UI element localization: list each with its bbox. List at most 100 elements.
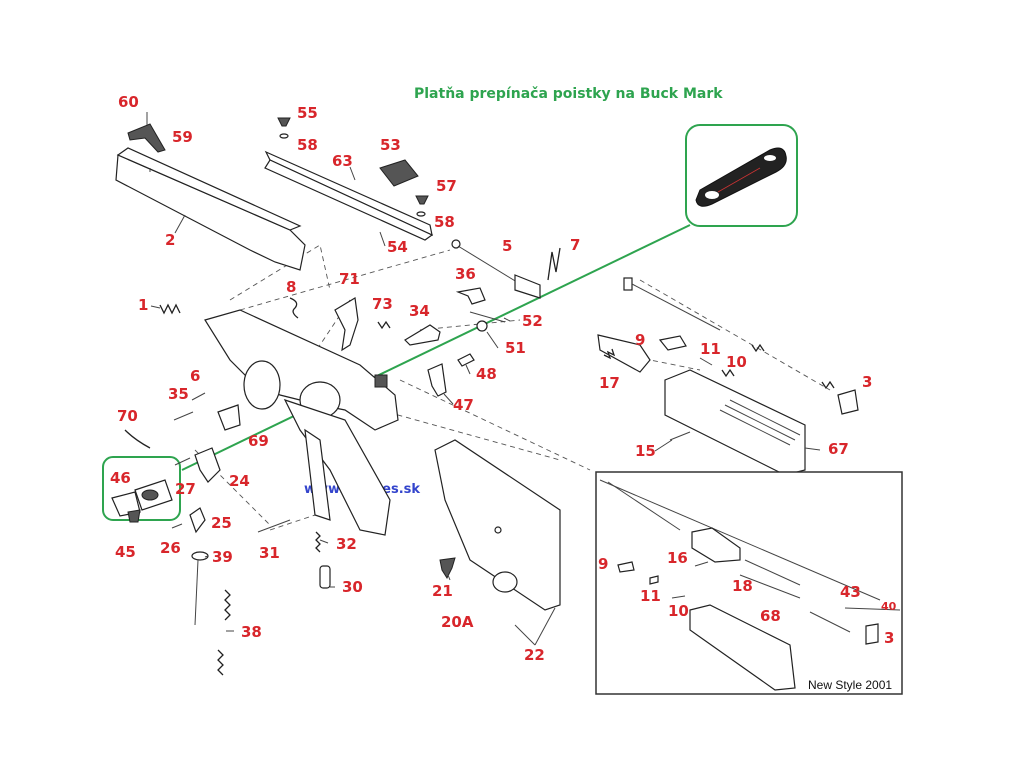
label-9: 9 (635, 331, 645, 349)
part-9 (658, 335, 687, 351)
part-pin-35 (173, 411, 194, 421)
part-48 (457, 353, 475, 367)
inset-label-9: 9 (598, 555, 608, 573)
label-67: 67 (828, 440, 849, 458)
part-block-53 (379, 159, 419, 187)
part-spring-upper (751, 343, 765, 353)
part-barrel (115, 147, 306, 271)
part-spring-right (821, 380, 835, 390)
label-26: 26 (160, 539, 181, 557)
label-46: 46 (110, 469, 131, 487)
label-5: 5 (502, 237, 512, 255)
inset-caption: New Style 2001 (808, 678, 892, 692)
safety-plate-detail (695, 147, 787, 207)
label-58b: 58 (434, 213, 455, 231)
label-32: 32 (336, 535, 357, 553)
label-54: 54 (387, 238, 408, 256)
part-bolt-67 (664, 369, 806, 476)
label-17: 17 (599, 374, 620, 392)
part-spring-38b (217, 649, 224, 676)
part-grip-panel (434, 439, 561, 611)
label-31: 31 (259, 544, 280, 562)
label-36: 36 (455, 265, 476, 283)
label-10: 10 (726, 353, 747, 371)
part-washer-58 (279, 133, 289, 139)
part-rear-sight (127, 123, 166, 153)
inset-new-style-2001 (595, 471, 903, 695)
label-69: 69 (248, 432, 269, 450)
highlight-box-part (102, 456, 181, 521)
inset-label-3: 3 (884, 629, 894, 647)
part-69 (217, 404, 241, 431)
part-spring-10 (721, 368, 735, 378)
part-grip-side (304, 428, 331, 521)
part-34 (404, 324, 441, 346)
label-58a: 58 (297, 136, 318, 154)
label-59: 59 (172, 128, 193, 146)
part-spring-38a (224, 589, 231, 621)
label-15: 15 (635, 442, 656, 460)
highlight-box-detail (685, 124, 798, 227)
part-spring-73 (377, 320, 391, 330)
part-25 (189, 507, 206, 534)
part-spring-70 (124, 429, 151, 449)
inset-label-40: 40 (881, 600, 897, 613)
part-spring-1 (159, 303, 181, 315)
label-8: 8 (286, 278, 296, 296)
part-plunger-30 (319, 565, 331, 589)
part-spring-32 (315, 531, 321, 553)
highlight-connector-line (181, 224, 691, 471)
part-36 (455, 287, 486, 305)
label-7: 7 (570, 236, 580, 254)
part-screw-55 (277, 117, 291, 127)
label-55: 55 (297, 104, 318, 122)
label-53: 53 (380, 136, 401, 154)
part-safety-24 (194, 447, 221, 483)
part-spring-8 (289, 297, 299, 319)
label-35: 35 (168, 385, 189, 403)
label-30: 30 (342, 578, 363, 596)
label-39: 39 (212, 548, 233, 566)
part-recoil-rod (623, 277, 721, 331)
part-26 (171, 523, 183, 529)
inset-label-68: 68 (760, 607, 781, 625)
label-3: 3 (862, 373, 872, 391)
part-pin-31 (257, 519, 291, 533)
label-45: 45 (115, 543, 136, 561)
label-73: 73 (372, 295, 393, 313)
part-11 (699, 357, 713, 366)
label-38: 38 (241, 623, 262, 641)
part-pin-39 (191, 551, 209, 626)
label-70: 70 (117, 407, 138, 425)
label-24: 24 (229, 472, 250, 490)
part-pin-6 (191, 392, 206, 401)
label-47: 47 (453, 396, 474, 414)
part-pin-15 (669, 431, 691, 441)
part-rod-5 (451, 239, 541, 299)
part-47 (427, 363, 447, 397)
label-51: 51 (505, 339, 526, 357)
inset-label-18: 18 (732, 577, 753, 595)
part-sear-17-assembly (597, 334, 651, 373)
label-27: 27 (175, 480, 196, 498)
label-52: 52 (522, 312, 543, 330)
part-51 (476, 320, 488, 332)
label-34: 34 (409, 302, 430, 320)
part-washer-58b (416, 211, 426, 217)
part-number-labels: 60 59 2 55 58 63 53 57 58 54 5 7 36 71 7… (110, 93, 897, 692)
part-screw-57 (415, 195, 429, 205)
label-25: 25 (211, 514, 232, 532)
part-pin-52 (469, 311, 506, 323)
label-57: 57 (436, 177, 457, 195)
label-2: 2 (165, 231, 175, 249)
label-71: 71 (339, 270, 360, 288)
part-trigger-71 (334, 297, 359, 352)
label-63: 63 (332, 152, 353, 170)
label-60: 60 (118, 93, 139, 111)
diagram-title: Platňa prepínača poistky na Buck Mark (414, 86, 723, 102)
part-3 (837, 389, 859, 415)
inset-label-16: 16 (667, 549, 688, 567)
inset-label-43: 43 (840, 583, 861, 601)
